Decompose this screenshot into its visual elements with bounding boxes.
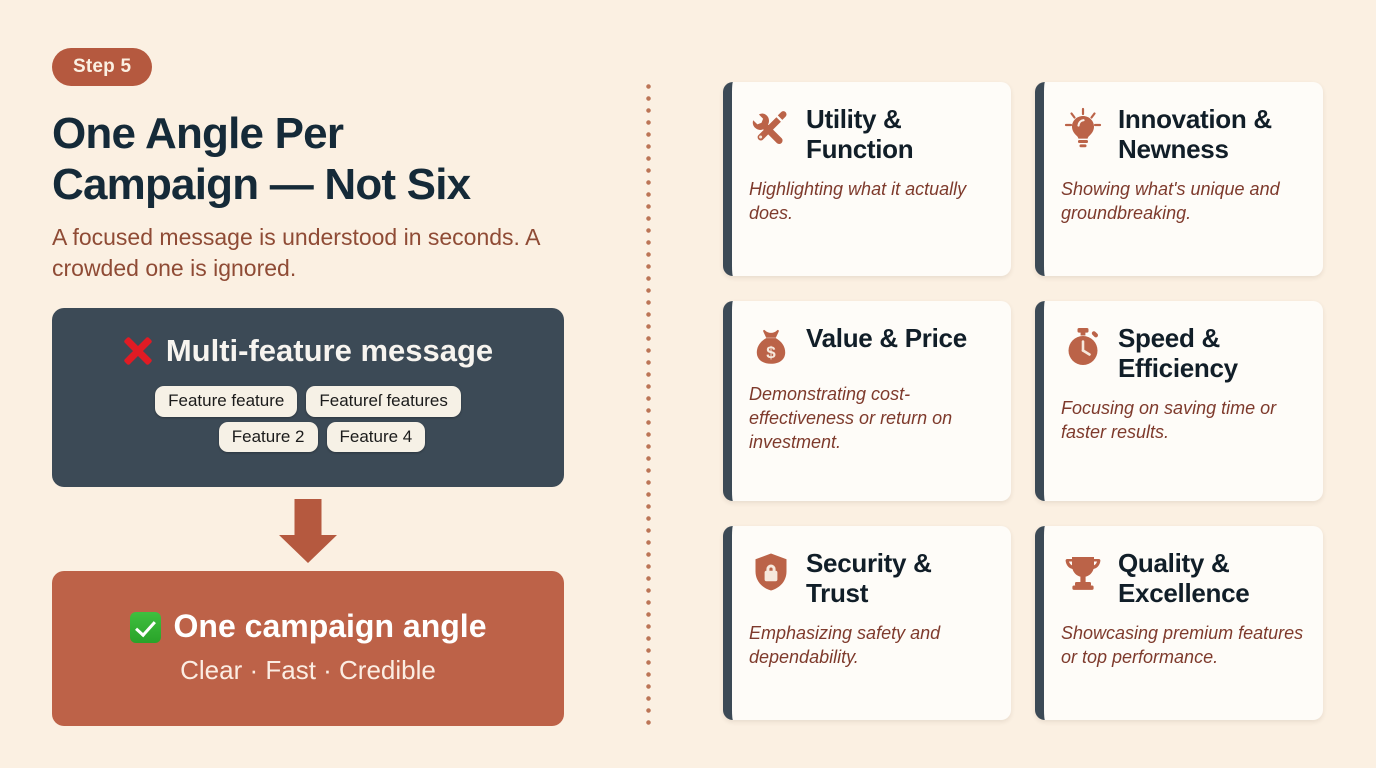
- feature-tag: Featureſ features: [306, 386, 461, 417]
- vertical-dotted-divider: [646, 84, 651, 728]
- card-title: Quality & Excellence: [1118, 548, 1250, 609]
- card-description: Highlighting what it actually does.: [749, 179, 967, 224]
- one-angle-title: One campaign angle: [173, 608, 487, 645]
- arrow-head: [279, 535, 337, 564]
- feature-tag-row-2: Feature 2 Feature 4: [100, 421, 544, 453]
- cross-mark-icon: [123, 336, 154, 367]
- arrow-shaft: [294, 499, 322, 538]
- multi-feature-title: Multi-feature message: [165, 333, 494, 369]
- trophy-icon: [1061, 550, 1105, 594]
- card-header: Security & Trust: [749, 548, 993, 608]
- feature-tag-list: Feature feature Featureſ features Featur…: [72, 386, 544, 453]
- arrow-container: [52, 499, 564, 564]
- card-header: Quality & Excellence: [1061, 548, 1305, 608]
- angle-card[interactable]: Security & Trust Emphasizing safety and …: [723, 526, 1011, 720]
- step-badge: Step 5: [52, 48, 153, 86]
- angle-card[interactable]: $ Value & Price Demonstrating cost-effec…: [723, 301, 1011, 501]
- card-description: Demonstrating cost-effectiveness or retu…: [749, 384, 953, 452]
- card-description: Emphasizing safety and dependability.: [749, 623, 941, 668]
- page-subtitle: A focused message is understood in secon…: [52, 224, 540, 282]
- card-header: Innovation & Newness: [1061, 104, 1305, 164]
- left-column: Step 5 One Angle Per Campaign — Not Six …: [52, 48, 572, 726]
- feature-tag: Feature 2: [218, 421, 318, 453]
- card-description: Showing what's unique and groundbreaking…: [1061, 179, 1280, 224]
- down-arrow-icon: [278, 499, 338, 564]
- svg-text:$: $: [766, 343, 776, 362]
- money-bag-icon: $: [749, 325, 793, 369]
- wrench-screwdriver-icon: [749, 106, 793, 150]
- page-title: One Angle Per Campaign — Not Six: [52, 109, 471, 209]
- card-header: Speed & Efficiency: [1061, 323, 1305, 383]
- check-mark-icon: [129, 611, 161, 643]
- card-title: Value & Price: [806, 323, 967, 353]
- feature-tag: Feature 4: [326, 421, 426, 453]
- card-header: $ Value & Price: [749, 323, 993, 369]
- card-header: Utility & Function: [749, 104, 993, 164]
- angle-card-grid: Utility & Function Highlighting what it …: [723, 82, 1323, 720]
- card-description: Showcasing premium features or top perfo…: [1061, 623, 1304, 668]
- card-title: Utility & Function: [806, 104, 914, 165]
- card-title: Speed & Efficiency: [1118, 323, 1238, 384]
- angle-card[interactable]: Utility & Function Highlighting what it …: [723, 82, 1011, 276]
- card-title: Innovation & Newness: [1118, 104, 1272, 165]
- one-angle-callout: One campaign angle Clear · Fast · Credib…: [52, 571, 564, 726]
- multi-feature-callout: Multi-feature message Feature feature Fe…: [52, 308, 564, 488]
- stopwatch-icon: [1061, 325, 1105, 369]
- one-angle-subtitle: Clear · Fast · Credible: [180, 654, 436, 685]
- angle-card[interactable]: Speed & Efficiency Focusing on saving ti…: [1035, 301, 1323, 501]
- card-description: Focusing on saving time or faster result…: [1061, 398, 1277, 443]
- card-title: Security & Trust: [806, 548, 932, 609]
- one-angle-title-row: One campaign angle: [72, 609, 544, 644]
- shield-lock-icon: [749, 550, 793, 594]
- angle-card[interactable]: Innovation & Newness Showing what's uniq…: [1035, 82, 1323, 276]
- feature-tag-row-1: Feature feature Featureſ features: [72, 386, 544, 417]
- lightbulb-icon: [1061, 106, 1105, 150]
- angle-card[interactable]: Quality & Excellence Showcasing premium …: [1035, 526, 1323, 720]
- multi-feature-title-row: Multi-feature message: [72, 334, 544, 368]
- feature-tag: Feature feature: [155, 386, 298, 417]
